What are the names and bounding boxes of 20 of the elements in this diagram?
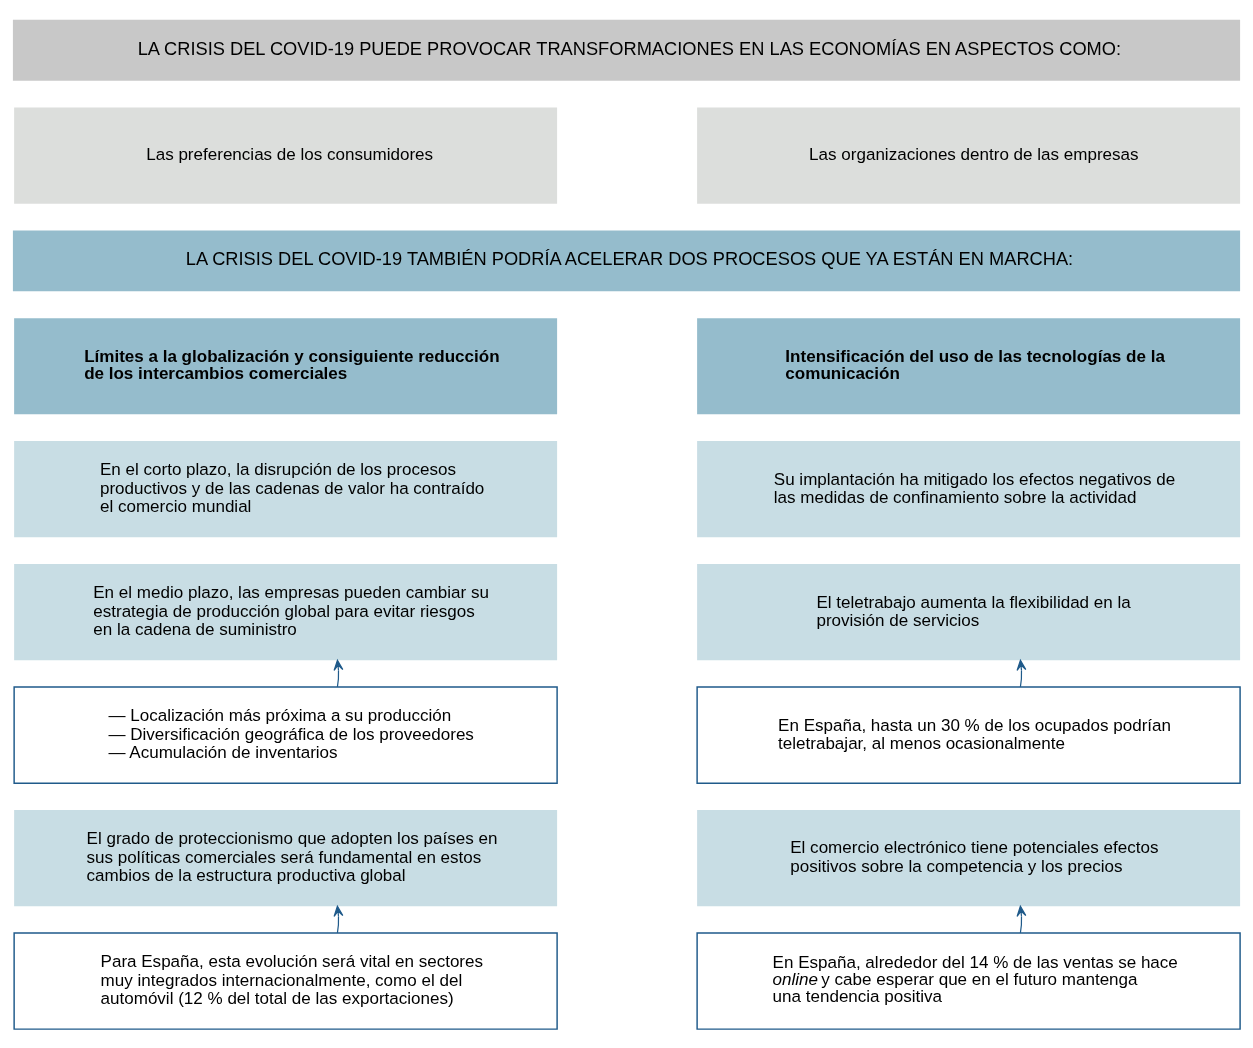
node-box: LA CRISIS DEL COVID-19 TAMBIÉN PODRÍA ACELERAR DOS PROCESOS QUE YA ESTÁN EN MARCHA: — [12, 230, 1241, 291]
node-box: El teletrabajo aumenta la flexibilidad en la provisión de servicios — [697, 563, 1241, 660]
arrow — [333, 659, 344, 687]
node-box: — Localización más próxima a su producción — Diversificación geográfica de los proveedores — Acumulación de inventarios — [13, 685, 558, 784]
node-box: Para España, esta evolución será vital en sectores muy integrados internacionalmente, como el del automóvil (12 % del total de las exportaciones) — [13, 931, 558, 1030]
node-box: En el corto plazo, la disrupción de los procesos productivos y de las cadenas de valor ha contraído el comercio mundial — [14, 440, 558, 537]
node-box: En el medio plazo, las empresas pueden cambiar su estrategia de producción global para evitar riesgos en la cadena de suministro — [14, 563, 558, 660]
node-box: Las preferencias de los consumidores — [14, 107, 558, 204]
arrow — [333, 905, 344, 933]
node-box: Límites a la globalización y consiguiente reducción de los intercambios comerciales — [14, 317, 558, 414]
node-box: Su implantación ha mitigado los efectos negativos de las medidas de confinamiento sobre la actividad — [697, 440, 1241, 537]
node-box: Las organizaciones dentro de las empresas — [697, 107, 1241, 204]
node-box: En España, alrededor del 14 % de las ventas se hace online y cabe esperar que en el futuro mantenga una tendencia positiva — [696, 931, 1241, 1030]
arrow — [1016, 659, 1027, 687]
node-box: En España, hasta un 30 % de los ocupados podrían teletrabajar, al menos ocasionalmente — [696, 685, 1241, 784]
node-box: LA CRISIS DEL COVID-19 PUEDE PROVOCAR TRANSFORMACIONES EN LAS ECONOMÍAS EN ASPECTOS COMO: — [12, 19, 1241, 81]
node-box: El comercio electrónico tiene potenciales efectos positivos sobre la competencia y los precios — [697, 809, 1241, 906]
node-box: El grado de proteccionismo que adopten los países en sus políticas comerciales será fundamental en estos cambios de la estructura productiva global — [14, 809, 558, 906]
node-box: Intensificación del uso de las tecnologías de la comunicación — [697, 317, 1241, 414]
arrow — [1016, 905, 1027, 933]
